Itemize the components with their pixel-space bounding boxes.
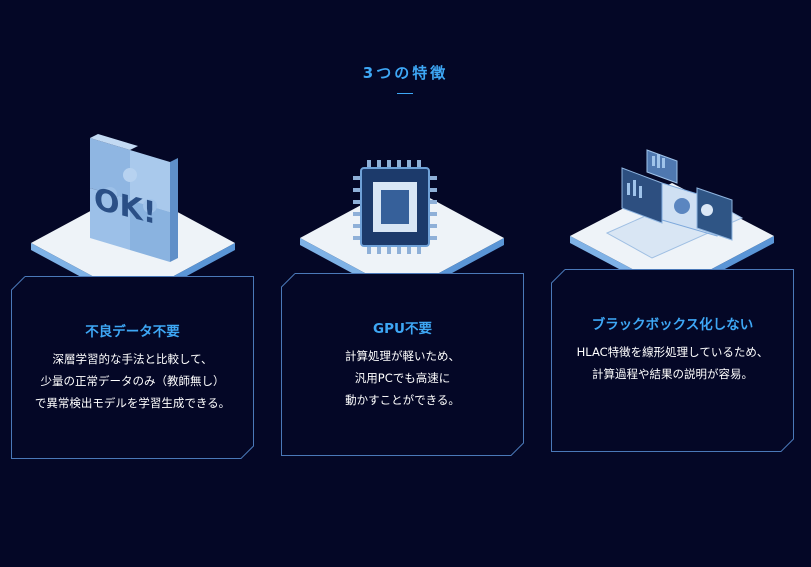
section-title: 3つの特徴 — [362, 64, 449, 82]
puzzle-ok-illustration: OK! — [28, 128, 238, 308]
card-description: 深層学習的な手法と比較して、 少量の正常データのみ（教師無し） で異常検出モデル… — [11, 348, 254, 414]
card-description-line: 深層学習的な手法と比較して、 — [52, 352, 213, 366]
card-description: 計算処理が軽いため、 汎用PCでも高速に 動かすことができる。 — [281, 345, 524, 411]
card-description: HLAC特徴を線形処理しているため、 計算過程や結果の説明が容易。 — [551, 341, 794, 385]
card-title: 不良データ不要 — [85, 324, 180, 340]
card-description-line: 計算処理が軽いため、 — [345, 349, 460, 363]
title-underline — [397, 93, 413, 94]
card-description-line: HLAC特徴を線形処理しているため、 — [576, 345, 769, 359]
card-frame — [11, 276, 254, 459]
card-description-line: 汎用PCでも高速に — [354, 371, 451, 385]
card-title: ブラックボックス化しない — [591, 317, 754, 333]
card-description-line: 少量の正常データのみ（教師無し） — [40, 374, 225, 388]
card-description-line: 計算過程や結果の説明が容易。 — [592, 367, 753, 381]
card-title: GPU不要 — [373, 321, 432, 337]
feature-card-no-gpu: GPU不要 計算処理が軽いため、 汎用PCでも高速に 動かすことができる。 — [281, 273, 524, 456]
card-description-line: で異常検出モデルを学習生成できる。 — [34, 396, 231, 410]
card-description-line: 動かすことができる。 — [345, 393, 460, 407]
card-frame — [551, 269, 794, 452]
feature-card-not-black-box: ブラックボックス化しない HLAC特徴を線形処理しているため、 計算過程や結果の… — [551, 269, 794, 452]
card-frame — [281, 273, 524, 456]
feature-card-no-defect-data: 不良データ不要 深層学習的な手法と比較して、 少量の正常データのみ（教師無し） … — [11, 276, 254, 459]
